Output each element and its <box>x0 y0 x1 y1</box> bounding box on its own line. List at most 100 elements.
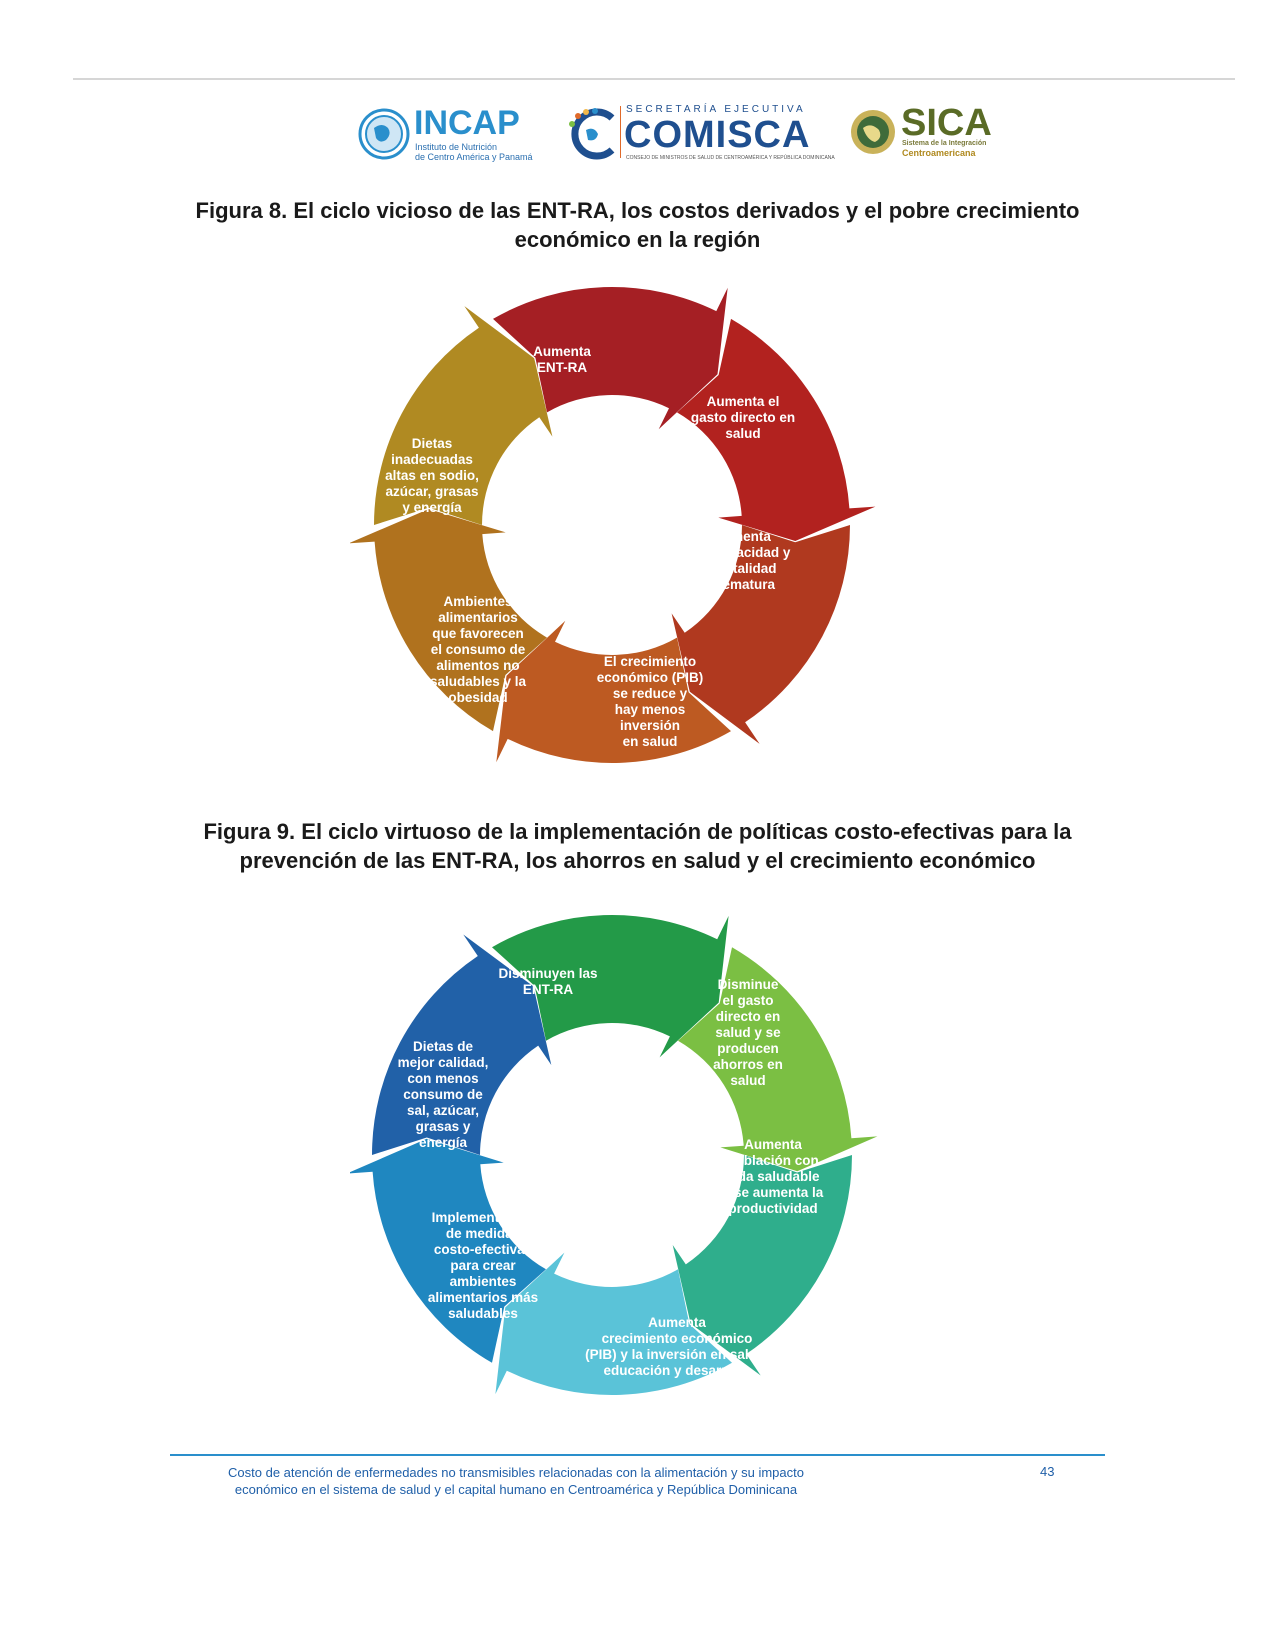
sica-name: SICA <box>901 102 992 144</box>
figure-8-segment-label-2-line: salud <box>725 426 760 441</box>
figure-8-segment-label-2-line: Aumenta el <box>707 394 780 409</box>
figure-8-title-line2: económico en la región <box>514 227 761 252</box>
sica-seal-icon <box>851 110 895 154</box>
figure-9-segment-label-1-line: ENT-RA <box>523 982 574 997</box>
figure-9-segment-label-4-line: (PIB) y la inversión en salud, <box>585 1347 769 1362</box>
figure-9-segment-label-6-line: consumo de <box>403 1087 483 1102</box>
figure-9-segment-arrow-4 <box>495 1252 732 1395</box>
figure-9-segment-label-2-line: Disminue <box>718 977 779 992</box>
figure-9-segment-label-2-line: salud <box>730 1073 765 1088</box>
footer-rule <box>170 1454 1105 1456</box>
figure-9-segment-label-4-line: crecimiento económico <box>602 1331 753 1346</box>
figure-9-segment-label-2-line: producen <box>717 1041 779 1056</box>
figure-8-segment-label-3-line: discapacidad y <box>694 545 791 560</box>
sica-subtitle-2: Centroamericana <box>902 148 976 158</box>
footer-text: Costo de atención de enfermedades no tra… <box>196 1464 836 1498</box>
figure-9-segment-label-1-line: Disminuyen las <box>498 966 597 981</box>
figure-8-segment-label-3-line: Aumenta <box>713 529 771 544</box>
header-rule <box>73 78 1235 80</box>
figure-9-title-line1: Figura 9. El ciclo virtuoso de la implem… <box>203 819 1072 844</box>
figure-8-segment-label-1-line: Aumenta <box>533 344 591 359</box>
comisca-fine-print: CONSEJO DE MINISTROS DE SALUD DE CENTROA… <box>626 155 835 161</box>
figure-9-segment-label-5-line: ambientes <box>450 1274 517 1289</box>
figure-8-segment-label-5-line: alimentos no <box>436 658 519 673</box>
incap-subtitle: Instituto de Nutrición de Centro América… <box>415 142 533 162</box>
figure-9-segment-arrow-1 <box>492 915 729 1058</box>
figure-9-segment-label-4-line: Aumenta <box>648 1315 706 1330</box>
figure-8-segment-label-5-line: que favorecen <box>432 626 524 641</box>
figure-8-segment-label-6-line: Dietas <box>412 436 453 451</box>
figure-8-segment-label-3-line: prematura <box>709 577 776 592</box>
figure-8-segment-arrow-6 <box>374 306 553 525</box>
incap-globe-icon <box>358 108 410 160</box>
figure-9-segment-arrow-5 <box>350 1138 546 1363</box>
figure-8-segment-arrow-1 <box>493 287 728 430</box>
footer-line2: económico en el sistema de salud y el ca… <box>234 1482 798 1497</box>
figure-9-segment-label-3-line: población con <box>727 1153 819 1168</box>
comisca-tagline: SECRETARÍA EJECUTIVA <box>626 104 806 115</box>
figure-8-segment-label-6-line: azúcar, grasas <box>385 484 478 499</box>
figure-8-title-line1: Figura 8. El ciclo vicioso de las ENT-RA… <box>195 198 1080 223</box>
figure-8-segment-label-5-line: el consumo de <box>431 642 526 657</box>
figure-8-segment-label-4-line: hay menos <box>615 702 686 717</box>
figure-9-segment-label-6-line: mejor calidad, <box>398 1055 489 1070</box>
figure-9-segment-label-5-line: para crear <box>450 1258 516 1273</box>
figure-8-segment-label-4-line: en salud <box>623 734 678 749</box>
figure-8-segment-label-4-line: El crecimiento <box>604 654 696 669</box>
figure-9-segment-label-6-line: sal, azúcar, <box>407 1103 479 1118</box>
comisca-name: COMISCA <box>624 114 811 156</box>
incap-subtitle-line1: Instituto de Nutrición <box>415 142 498 152</box>
figure-9-segment-label-5-line: de medidas <box>446 1226 520 1241</box>
figure-9-segment-label-6-line: energía <box>419 1135 468 1150</box>
figure-9-segment-label-5-line: saludables <box>448 1306 518 1321</box>
figure-8-segment-label-2-line: gasto directo en <box>691 410 795 425</box>
figure-9-segment-label-6-line: grasas y <box>416 1119 471 1134</box>
figure-8-segment-label-5-line: saludables y la <box>430 674 527 689</box>
figure-9-segment-label-5-line: alimentarios más <box>428 1290 538 1305</box>
figure-8-segment-label-5-line: alimentarios <box>438 610 518 625</box>
figure-9-segment-label-5-line: costo-efectivas <box>434 1242 532 1257</box>
footer-line1: Costo de atención de enfermedades no tra… <box>228 1465 804 1480</box>
figure-8-segment-label-4-line: inversión <box>620 718 680 733</box>
figure-8-segment-label-6-line: inadecuadas <box>391 452 473 467</box>
sica-subtitle: Sistema de la Integración <box>902 140 987 147</box>
figure-9-segment-arrow-2 <box>678 947 878 1172</box>
figure-8-segment-label-6-line: altas en sodio, <box>385 468 479 483</box>
figure-9-segment-label-3-line: vida saludable <box>726 1169 820 1184</box>
figure-8-segment-label-3-line: mortalidad <box>707 561 776 576</box>
figure-9-segment-label-6-line: Dietas de <box>413 1039 474 1054</box>
figure-8-segment-label-1-line: ENT-RA <box>537 360 588 375</box>
figure-8-segment-arrow-3 <box>671 525 850 744</box>
sica-logo: SICA Sistema de la Integración Centroame… <box>849 102 999 164</box>
figure-8-segment-arrow-2 <box>677 318 876 541</box>
comisca-logo: SECRETARÍA EJECUTIVA COMISCA CONSEJO DE … <box>568 104 835 164</box>
figure-9-segment-label-2-line: el gasto <box>722 993 773 1008</box>
figure-9-segment-label-2-line: salud y se <box>715 1025 781 1040</box>
figure-8-segment-label-4-line: económico (PIB) <box>597 670 704 685</box>
figure-8-segment-label-5-line: Ambientes <box>443 594 512 609</box>
incap-name: INCAP <box>414 104 520 142</box>
figure-9-segment-label-4-line: educación y desarrollo <box>603 1363 750 1378</box>
figure-9-title-line2: prevención de las ENT-RA, los ahorros en… <box>239 848 1036 873</box>
logo-bar: INCAP Instituto de Nutrición de Centro A… <box>0 102 1275 164</box>
figure-9-segment-label-5-line: Implementación <box>432 1210 535 1225</box>
figure-9-segment-label-3-line: Aumenta <box>744 1137 802 1152</box>
figure-9-title: Figura 9. El ciclo virtuoso de la implem… <box>150 817 1125 875</box>
figure-9-segment-label-6-line: con menos <box>407 1071 478 1086</box>
comisca-divider <box>620 106 621 158</box>
figure-8-segment-label-5-line: obesidad <box>448 690 507 705</box>
incap-logo: INCAP Instituto de Nutrición de Centro A… <box>358 104 543 164</box>
